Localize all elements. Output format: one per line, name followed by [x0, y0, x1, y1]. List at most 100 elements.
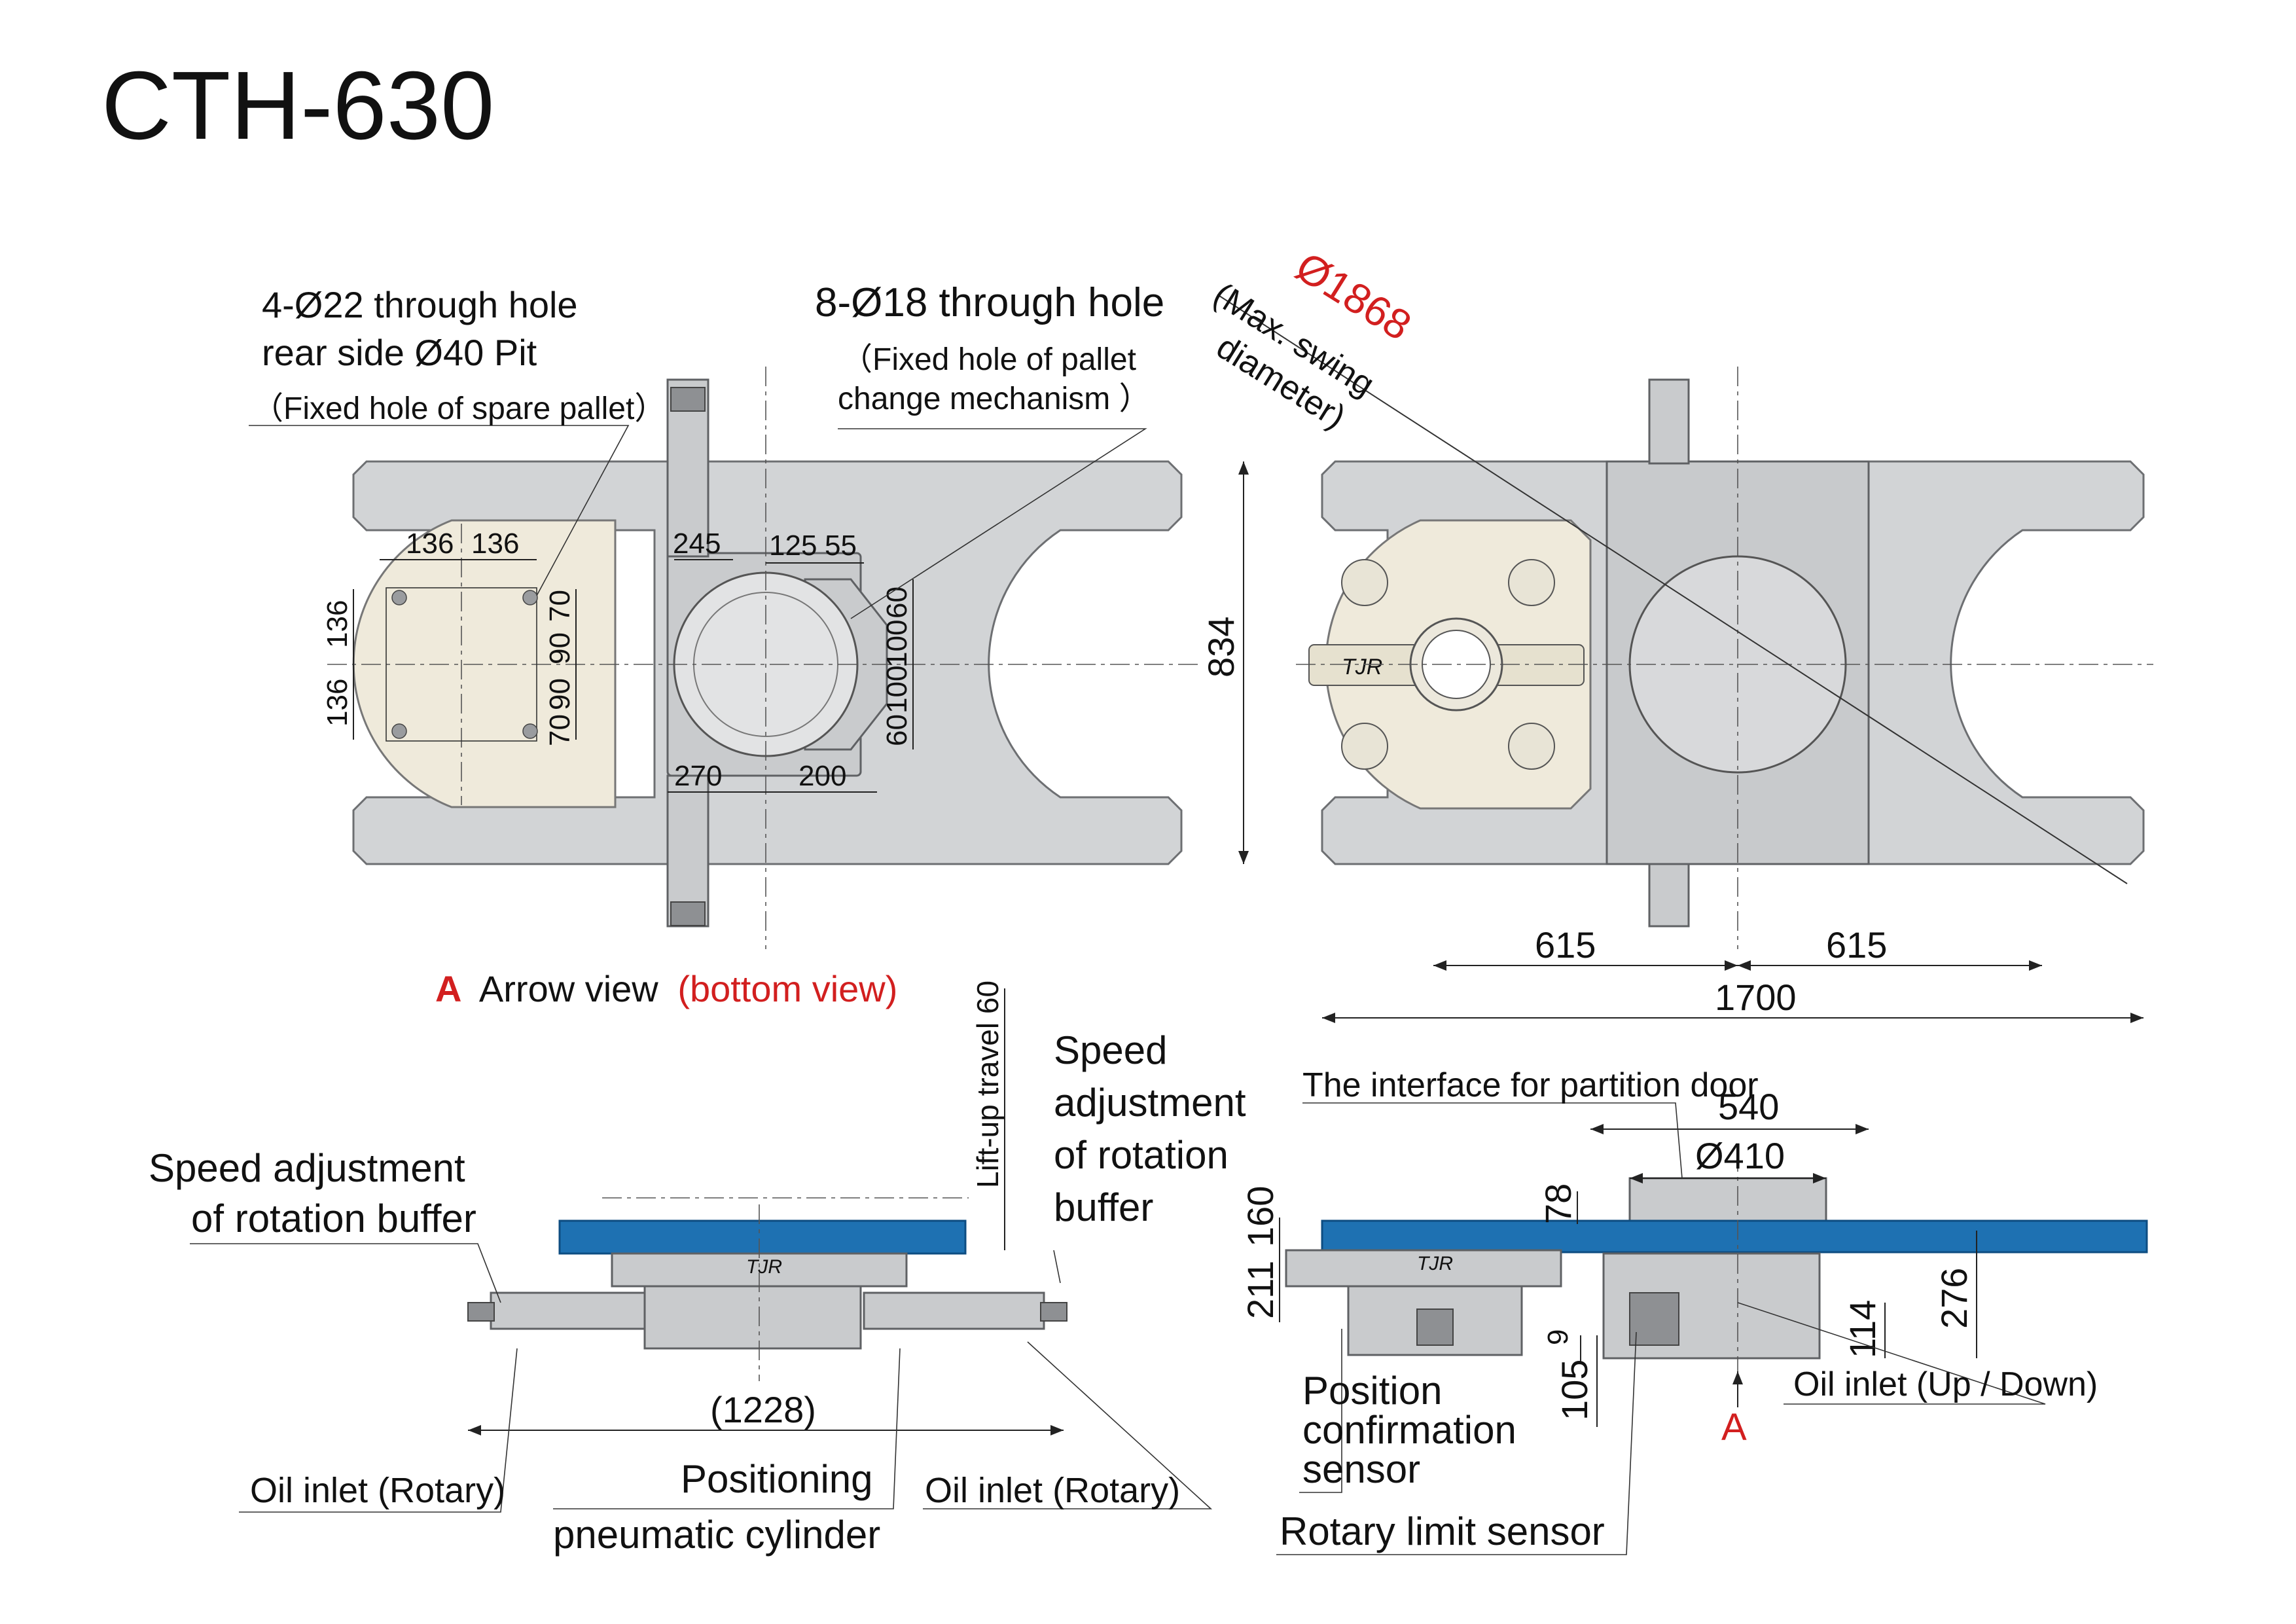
swing-diameter-line	[1217, 294, 2128, 884]
positioning-line1: Positioning	[681, 1457, 873, 1501]
caption-letter: A	[435, 968, 461, 1009]
dim-136-v2: 136	[321, 679, 353, 727]
callout-holes22-line2: rear side Ø40 Pit	[262, 332, 537, 373]
front-pallet	[558, 1219, 967, 1255]
front-logo: TJR	[746, 1256, 782, 1278]
front-lower-body	[643, 1285, 862, 1350]
leader-speed-right	[1053, 1250, 1061, 1284]
dim-136-h2: 136	[471, 528, 519, 560]
leader-oil-left	[239, 1348, 518, 1513]
top-cylinder-upper	[1648, 378, 1690, 465]
side-position-sensor	[1416, 1308, 1454, 1346]
leader-oil-right	[923, 1341, 1213, 1509]
oil-updown-label: Oil inlet (Up / Down)	[1793, 1365, 2098, 1403]
leader-holes22	[249, 425, 630, 596]
arrow-a-label: A	[1721, 1406, 1747, 1449]
page-title: CTH-630	[101, 52, 494, 160]
leader-speed-left	[190, 1243, 501, 1303]
front-left-cylinder	[490, 1291, 646, 1330]
dim-90-b: 90	[544, 678, 576, 710]
callout-holes18-line2: （Fixed hole of pallet	[841, 342, 1136, 377]
dim-245: 245	[673, 528, 721, 560]
side-pallet	[1321, 1219, 2148, 1254]
clamp-pod-b	[1508, 559, 1555, 606]
leader-partition-door	[1302, 1102, 1683, 1179]
caption-text: Arrow view	[479, 968, 658, 1009]
dim-136-h1: 136	[406, 528, 454, 560]
bottom-view: 136 136 136 136 70 90 90 70 245 125 55 6…	[249, 280, 1198, 1009]
dim-615-a: 615	[1535, 924, 1596, 965]
dim-78: 78	[1537, 1183, 1579, 1224]
callout-holes22-line1: 4-Ø22 through hole	[262, 284, 578, 325]
pallet-center-bore-inner	[1422, 630, 1491, 699]
front-right-cylinder	[863, 1291, 1045, 1330]
dim-125: 125	[769, 530, 817, 562]
dim-9: 9	[1542, 1329, 1574, 1345]
speed-right-line3: of rotation	[1054, 1133, 1229, 1177]
hole-22-b	[522, 590, 538, 605]
speed-right-line1: Speed	[1054, 1028, 1168, 1072]
clamp-pod-a	[1341, 559, 1388, 606]
spare-pallet-hole-pattern	[386, 587, 537, 742]
dim-270: 270	[674, 760, 722, 792]
leader-rotary-limit	[1276, 1331, 1637, 1555]
speed-right-line4: buffer	[1054, 1185, 1153, 1229]
dim-100-a: 100	[881, 620, 913, 668]
front-right-cap	[1040, 1302, 1067, 1322]
dim-90-a: 90	[544, 632, 576, 664]
dim-615-b: 615	[1826, 924, 1887, 965]
side-view: TJR 540 Ø410 78 160 211 9 105 114 276 Th…	[1240, 1066, 2148, 1555]
dim-276: 276	[1933, 1268, 1975, 1329]
dim-70-b: 70	[544, 714, 576, 746]
dim-834: 834	[1200, 617, 1242, 677]
dim-1228: (1228)	[710, 1389, 816, 1430]
top-view: TJR 834 615 615 1700 Ø1868 (Max. swing d…	[1200, 243, 2153, 1023]
callout-holes18-line1: 8-Ø18 through hole	[815, 280, 1164, 325]
front-view: TJR (1228) Lift-up travel 60 Speed adjus…	[149, 981, 1246, 1557]
dim-200: 200	[798, 760, 846, 792]
position-sensor-line2: confirmation	[1302, 1408, 1516, 1452]
dim-211: 211	[1240, 1261, 1281, 1319]
speed-right-line2: adjustment	[1054, 1081, 1246, 1125]
dim-100-b: 100	[881, 666, 913, 713]
dim-160: 160	[1240, 1186, 1281, 1247]
positioning-line2: pneumatic cylinder	[553, 1513, 880, 1557]
top-view-logo: TJR	[1342, 655, 1382, 679]
side-upper-body	[1285, 1249, 1562, 1288]
position-sensor-line3: sensor	[1302, 1447, 1420, 1491]
dim-55: 55	[825, 530, 857, 562]
dim-105: 105	[1554, 1360, 1595, 1420]
oil-right-label: Oil inlet (Rotary)	[925, 1471, 1180, 1510]
dim-70-a: 70	[544, 590, 576, 622]
clamp-pod-d	[1508, 723, 1555, 770]
hole-22-c	[391, 723, 407, 739]
clamp-pod-c	[1341, 723, 1388, 770]
front-left-cap	[467, 1302, 495, 1322]
speed-left-line2: of rotation buffer	[191, 1197, 476, 1240]
speed-left-line1: Speed adjustment	[149, 1146, 465, 1190]
top-cylinder-lower	[1648, 863, 1690, 928]
side-sensor-block	[1629, 1292, 1679, 1346]
dim-1700: 1700	[1715, 977, 1797, 1018]
callout-holes18-line3: change mechanism ）	[838, 382, 1151, 416]
side-logo: TJR	[1417, 1253, 1453, 1274]
dim-136-v1: 136	[321, 600, 353, 648]
rotary-limit-label: Rotary limit sensor	[1280, 1509, 1605, 1553]
caption-red: (bottom view)	[677, 968, 897, 1009]
leader-holes18	[838, 428, 1147, 619]
dim-540: 540	[1718, 1086, 1779, 1127]
cylinder-bottom-cap	[670, 901, 706, 926]
dim-114: 114	[1842, 1300, 1883, 1358]
hole-22-d	[522, 723, 538, 739]
lift-travel-label: Lift-up travel 60	[971, 981, 1005, 1188]
hole-22-a	[391, 590, 407, 605]
leader-position-sensor	[1299, 1329, 1342, 1493]
dim-60-b: 60	[881, 714, 913, 746]
caption-bottom-view: A Arrow view (bottom view)	[435, 968, 897, 1009]
dim-410: Ø410	[1695, 1135, 1785, 1176]
leader-positioning	[553, 1348, 901, 1509]
partition-door-label: The interface for partition door	[1302, 1066, 1759, 1104]
dim-60-a: 60	[881, 586, 913, 619]
callout-holes22-line3: （Fixed hole of spare pallet）	[252, 391, 666, 426]
